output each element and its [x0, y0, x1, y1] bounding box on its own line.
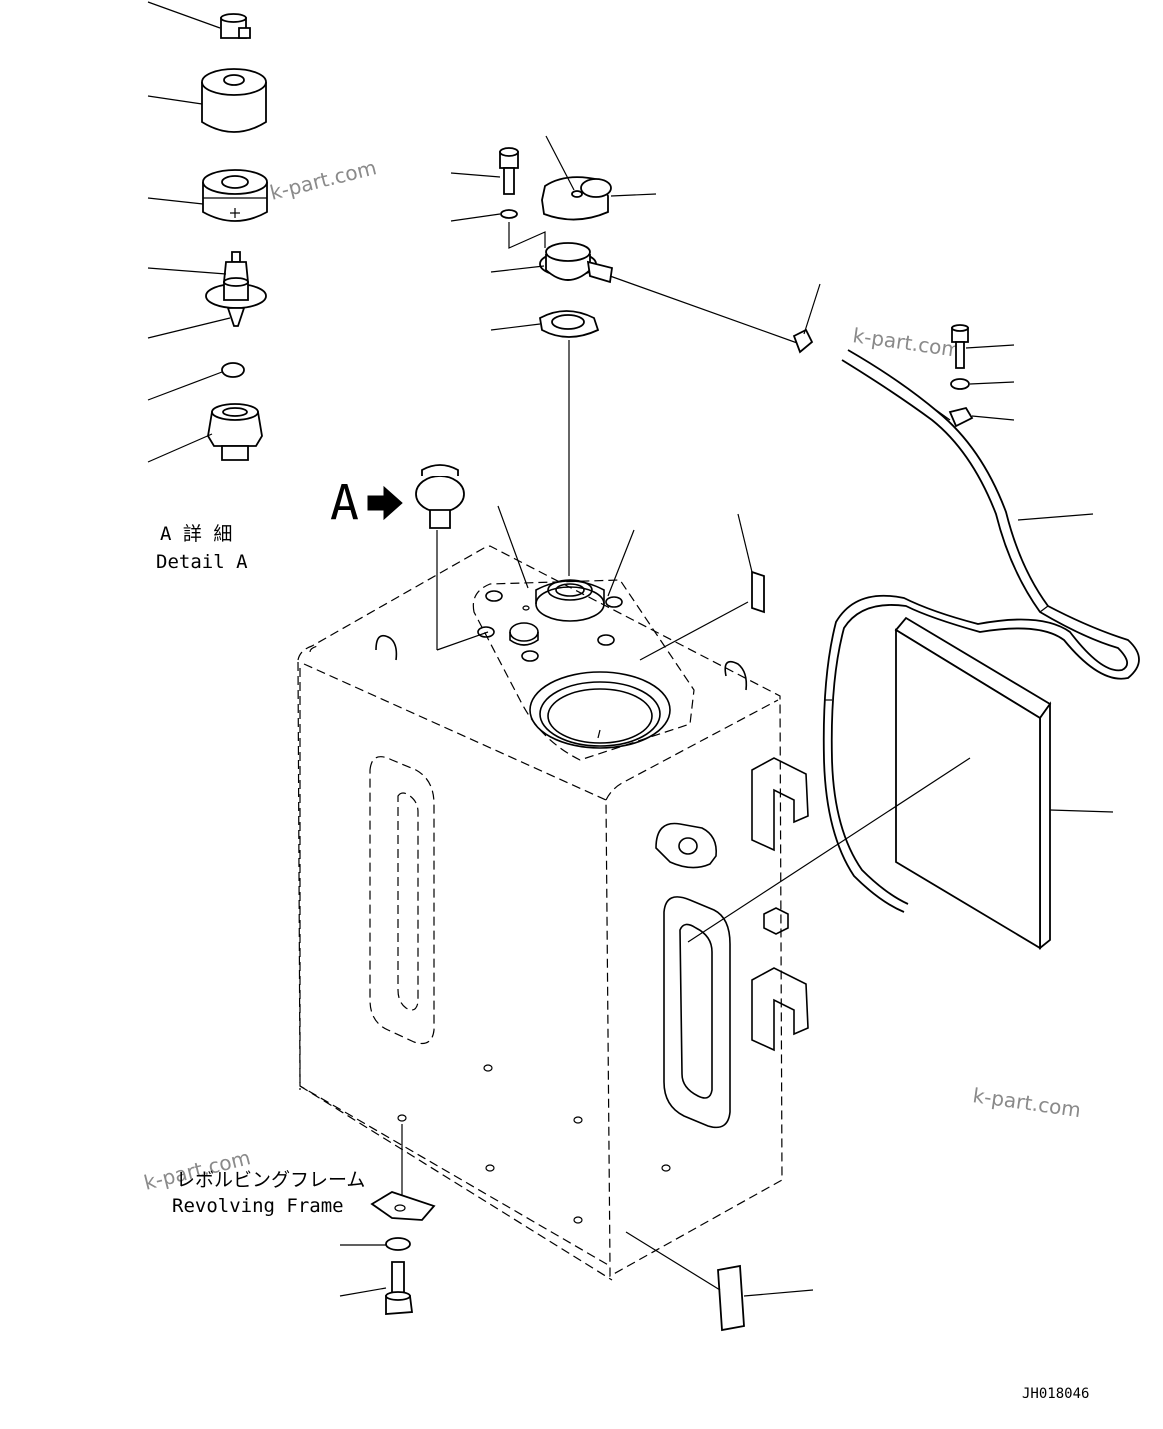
detail-a-parts: [147, 1, 268, 463]
cap-stack: [450, 135, 657, 576]
adapter-nut-part: [207, 403, 263, 461]
leader-line: [1049, 809, 1114, 813]
leader-line: [147, 197, 204, 205]
filter-element-part: [201, 68, 267, 133]
leader-line: [971, 415, 1015, 421]
leader-line: [737, 513, 753, 573]
leader-line: [490, 265, 545, 273]
hose-clamp-part: [948, 324, 974, 428]
detail-marker-letter: A: [330, 475, 359, 531]
detail-label-en: Detail A: [156, 551, 248, 573]
leader-line: [490, 323, 541, 331]
leader-line: [639, 601, 749, 661]
leader-line: [147, 1, 221, 29]
leader-line: [147, 267, 227, 275]
leader-line: [803, 283, 821, 335]
watermark: k-part.com: [851, 323, 962, 362]
breather-part: [415, 464, 465, 529]
leader-line: [147, 371, 223, 401]
valve-body-part: [205, 251, 267, 327]
washer-part: [500, 209, 518, 219]
leader-line: [450, 213, 501, 222]
leader-line: [1017, 513, 1094, 521]
leader-line: [607, 529, 635, 597]
leader-line: [545, 135, 575, 191]
o-ring-part: [221, 362, 245, 378]
leader-line: [609, 275, 801, 345]
leader-line: [743, 1289, 814, 1297]
filler-cap-part: [541, 176, 612, 221]
leader-line: [147, 433, 213, 463]
gasket-part: [539, 310, 600, 338]
leader-line: [965, 344, 1015, 349]
watermark: k-part.com: [971, 1083, 1082, 1122]
frame-label-en: Revolving Frame: [172, 1195, 344, 1217]
hydraulic-tank: [297, 545, 809, 1281]
drawing-number: JH018046: [1022, 1386, 1089, 1402]
leader-line: [339, 1287, 387, 1297]
small-cap-part: [220, 13, 251, 39]
leader-line: [497, 505, 529, 589]
frame-label-jp: レボルビングフレーム: [176, 1169, 365, 1191]
leader-line: [625, 1231, 721, 1291]
shim-part: [370, 1191, 436, 1221]
strainer-part: [202, 169, 268, 222]
mount-bolt-part: [385, 1261, 414, 1315]
leader-line: [450, 172, 501, 178]
washer-part: [385, 1237, 411, 1251]
detail-arrow-icon: [367, 485, 403, 521]
hose-part: [822, 349, 1140, 913]
bolt-part: [499, 147, 519, 195]
leader-line: [687, 757, 971, 943]
bottom-plate-part: [717, 1264, 745, 1332]
top-plate-bolts: [477, 590, 623, 662]
label-plate-part: [751, 570, 765, 614]
clip-part: [792, 328, 814, 354]
filler-neck-part: [539, 242, 614, 284]
watermark: k-part.com: [267, 155, 378, 205]
leader-line: [147, 95, 203, 105]
leader-line: [969, 381, 1015, 385]
leader-line: [147, 317, 231, 339]
leader-line: [610, 193, 657, 197]
insulation-plate-part: [894, 616, 1052, 950]
detail-label-jp: A 詳 細: [160, 523, 232, 545]
